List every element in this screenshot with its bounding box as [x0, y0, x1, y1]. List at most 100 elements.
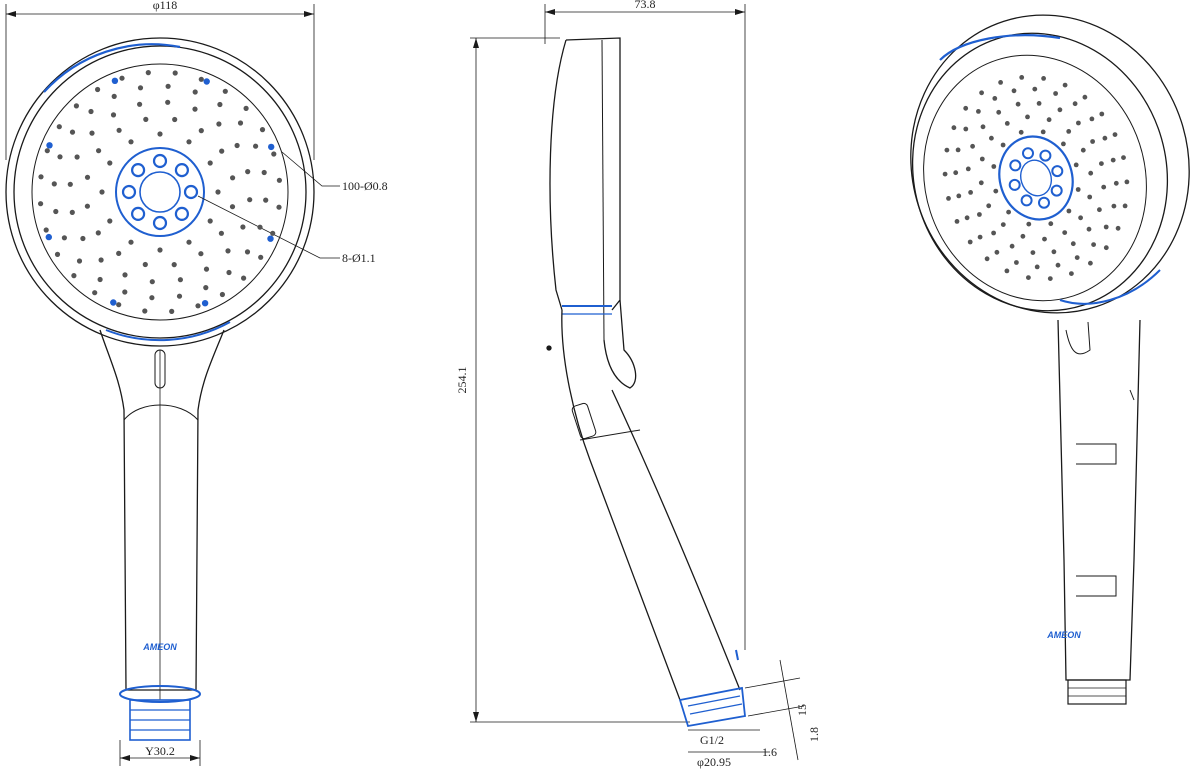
spray-hole — [1074, 255, 1080, 260]
spray-hole — [1090, 139, 1095, 144]
spray-hole — [1121, 155, 1126, 161]
front-callout-center: 8-Ø1.1 — [342, 251, 376, 265]
spray-hole — [53, 208, 59, 215]
spray-hole — [219, 148, 225, 154]
spray-hole — [1091, 242, 1096, 248]
spray-hole — [38, 201, 44, 207]
spray-hole — [230, 175, 236, 181]
spray-hole — [1110, 157, 1116, 163]
front-logo: AMEON — [142, 642, 177, 652]
spray-hole — [1032, 86, 1038, 92]
spray-hole — [44, 148, 50, 154]
spray-hole — [1051, 165, 1064, 178]
spray-hole — [1062, 82, 1068, 88]
spray-hole — [267, 235, 274, 242]
spray-hole — [243, 105, 249, 111]
spray-hole — [73, 103, 79, 109]
spray-hole — [110, 112, 117, 118]
spray-hole — [979, 156, 985, 162]
spray-hole — [955, 147, 961, 153]
side-small-dim-3: 1.8 — [807, 727, 821, 742]
spray-hole — [1055, 262, 1061, 268]
front-bottom-dim: Y30.2 — [145, 744, 175, 758]
spray-hole — [1066, 208, 1072, 214]
spray-hole — [942, 171, 948, 177]
spray-hole — [1101, 184, 1107, 190]
spray-hole — [996, 109, 1002, 115]
spray-hole — [222, 88, 228, 94]
spray-hole — [45, 233, 52, 241]
spray-hole — [84, 174, 91, 180]
spray-hole — [992, 96, 998, 101]
spray-hole — [1026, 221, 1032, 227]
spray-hole — [993, 188, 999, 194]
spray-hole — [263, 197, 269, 203]
spray-hole — [1115, 225, 1121, 231]
side-small-dim-2: 15 — [795, 704, 809, 716]
spray-hole — [46, 142, 53, 149]
spray-hole — [1030, 250, 1036, 256]
spray-hole — [1080, 147, 1086, 153]
spray-hole — [76, 258, 83, 264]
spray-hole — [1066, 129, 1072, 134]
front-spray-holes — [38, 70, 282, 314]
spray-hole — [1004, 121, 1010, 126]
spray-hole — [152, 215, 168, 231]
spray-hole — [203, 285, 209, 291]
perspective-center-nozzles — [1008, 147, 1064, 209]
spray-hole — [1041, 76, 1046, 81]
spray-hole — [110, 299, 117, 306]
spray-hole — [944, 147, 950, 153]
spray-hole — [1057, 107, 1063, 113]
spray-hole — [1112, 132, 1118, 138]
spray-hole — [165, 99, 171, 105]
spray-hole — [1036, 101, 1042, 106]
spray-hole — [1034, 264, 1040, 270]
spray-hole — [241, 275, 247, 281]
spray-hole — [258, 254, 264, 260]
spray-hole — [979, 90, 984, 96]
spray-hole — [1014, 260, 1019, 265]
spray-hole — [1020, 233, 1026, 239]
spray-hole — [97, 276, 103, 283]
spray-hole — [1082, 94, 1088, 100]
spray-hole — [1026, 275, 1031, 280]
spray-hole — [157, 247, 163, 253]
spray-hole — [119, 75, 125, 81]
spray-hole — [152, 153, 168, 169]
spray-hole — [74, 154, 80, 160]
spray-hole — [1025, 114, 1030, 120]
spray-hole — [107, 160, 113, 166]
spray-hole — [1078, 215, 1083, 221]
spray-hole — [195, 303, 201, 309]
spray-hole — [122, 272, 128, 278]
side-small-dim-1: 1.6 — [762, 745, 777, 759]
spray-hole — [1069, 271, 1074, 276]
spray-hole — [986, 203, 992, 209]
spray-hole — [270, 230, 276, 236]
spray-hole — [111, 93, 117, 99]
spray-hole — [116, 302, 122, 308]
spray-hole — [203, 78, 210, 85]
spray-hole — [116, 250, 122, 256]
spray-hole — [80, 235, 86, 242]
spray-hole — [198, 251, 204, 257]
spray-hole — [968, 190, 973, 195]
spray-hole — [268, 143, 275, 151]
front-callout-outer: 100-Ø0.8 — [342, 179, 388, 193]
spray-hole — [95, 230, 101, 236]
side-thread-dim-1: G1/2 — [700, 733, 724, 747]
spray-hole — [1113, 180, 1119, 186]
spray-hole — [1020, 194, 1033, 207]
spray-hole — [149, 295, 155, 301]
spray-hole — [1019, 75, 1025, 80]
spray-hole — [1039, 149, 1052, 162]
spray-hole — [978, 180, 984, 186]
spray-hole — [201, 300, 209, 307]
spray-hole — [1015, 101, 1021, 107]
spray-hole — [984, 256, 990, 262]
spray-hole — [169, 308, 175, 314]
spray-hole — [946, 196, 951, 201]
spray-hole — [71, 273, 77, 279]
spray-hole — [951, 125, 957, 131]
